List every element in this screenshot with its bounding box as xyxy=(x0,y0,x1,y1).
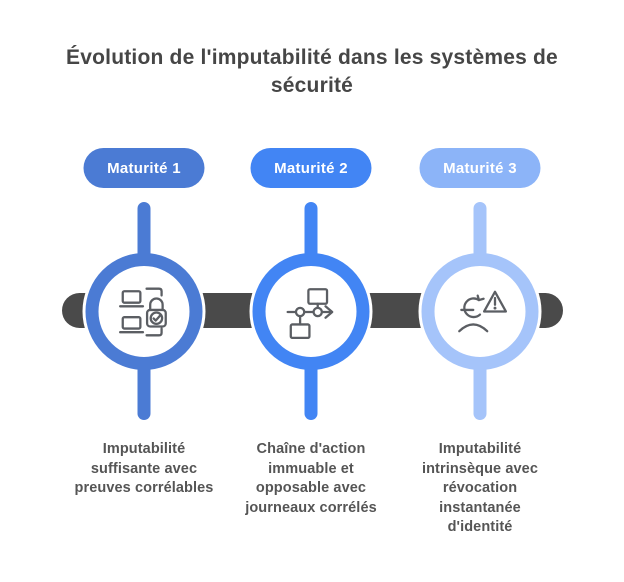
stage-3-connector-top xyxy=(473,202,487,260)
stage-1-circle xyxy=(85,253,203,370)
workflow-icon xyxy=(286,287,333,339)
stage-2-label-pill: Maturité 2 xyxy=(250,148,372,188)
stage-1-connector-bottom xyxy=(137,362,151,420)
stage-maturite-2: Maturité 2 Chaîne d'action immuable et o… xyxy=(226,0,396,582)
stage-maturite-3: Maturité 3 Imputabilité intrinsèque avec… xyxy=(395,0,565,582)
stage-1-connector-top xyxy=(137,202,151,260)
devices-lock-icon xyxy=(118,287,167,336)
identity-revocation-warning-icon xyxy=(457,290,507,332)
stage-3-label-pill: Maturité 3 xyxy=(419,148,541,188)
stage-1-label-pill: Maturité 1 xyxy=(83,148,205,188)
stage-2-circle xyxy=(252,253,370,370)
stage-maturite-1: Maturité 1 Imputabilité suffisante avec … xyxy=(59,0,229,582)
page-title: Évolution de l'imputabilité dans les sys… xyxy=(66,46,558,97)
stage-3-description: Imputabilité intrinsèque avec révocation… xyxy=(421,441,539,535)
stage-2-connector-bottom xyxy=(304,362,318,420)
stage-2-connector-top xyxy=(304,202,318,260)
stage-2-description: Chaîne d'action immuable et opposable av… xyxy=(245,441,377,516)
stage-3-circle xyxy=(421,253,539,370)
stage-1-description: Imputabilité suffisante avec preuves cor… xyxy=(74,441,214,496)
stage-3-connector-bottom xyxy=(473,362,487,420)
